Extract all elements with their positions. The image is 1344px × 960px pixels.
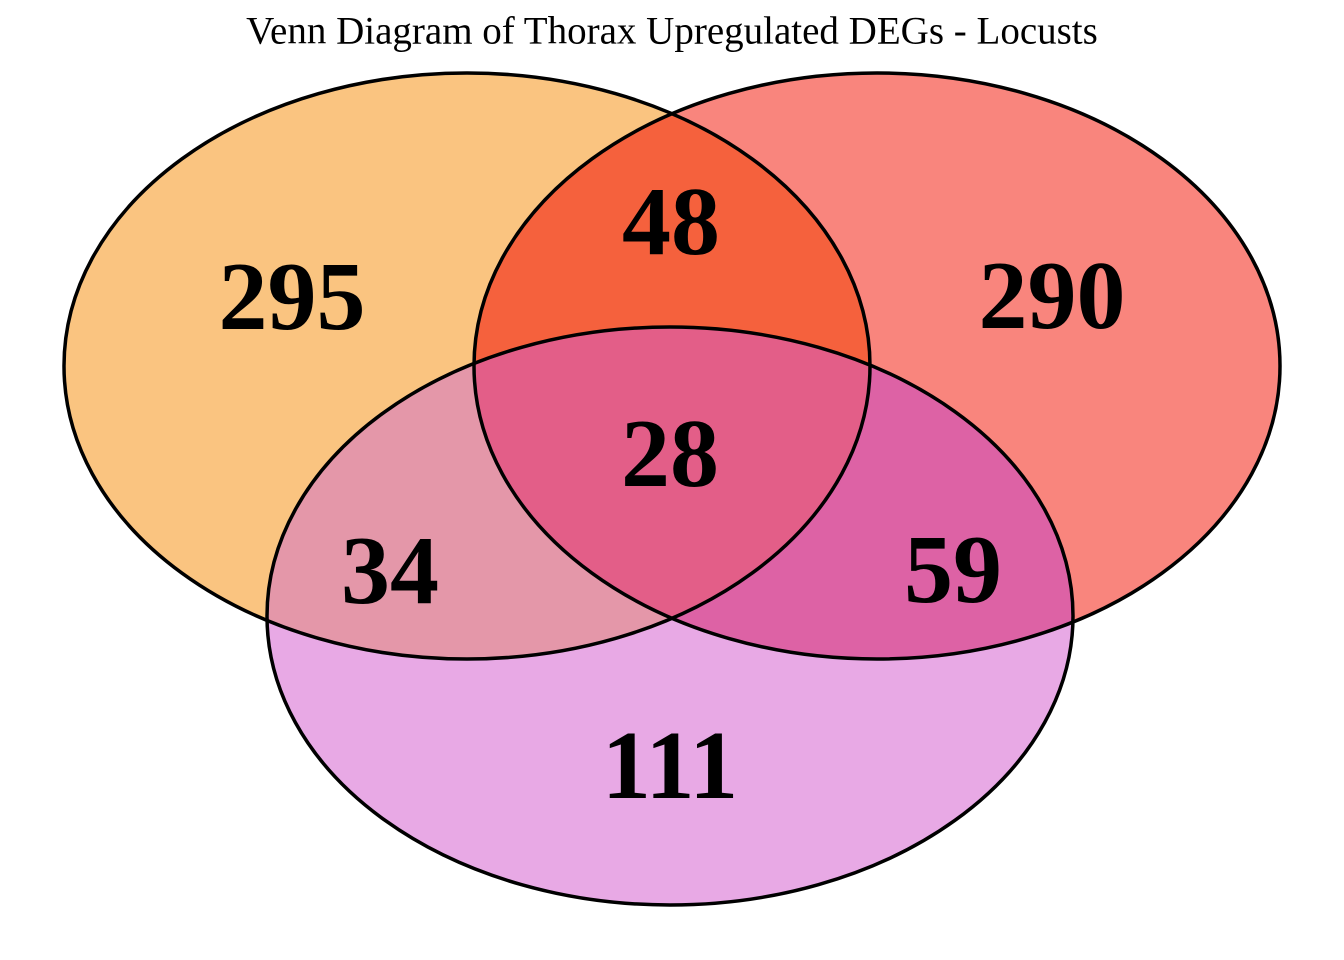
count-label-center-overlap: 28 <box>621 400 719 508</box>
count-label-left-right-overlap: 48 <box>622 168 720 276</box>
count-label-right-only: 290 <box>978 242 1126 350</box>
count-label-right-bottom-overlap: 59 <box>904 516 1002 624</box>
center-overlap-fill <box>474 327 870 659</box>
center-overlap-region <box>474 327 870 659</box>
chart-title: Venn Diagram of Thorax Upregulated DEGs … <box>246 9 1098 53</box>
count-label-left-only: 295 <box>218 243 366 351</box>
right-circle-outline <box>472 71 1282 661</box>
count-label-bottom-only: 111 <box>601 712 739 820</box>
bottom-circle-outline <box>265 325 1075 907</box>
count-label-left-bottom-overlap: 34 <box>341 517 439 625</box>
